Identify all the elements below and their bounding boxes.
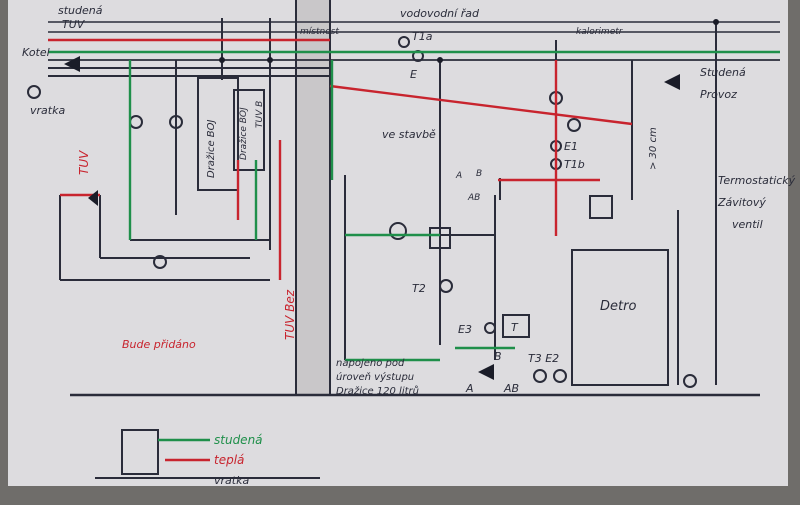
label-legend-tepla: teplá [214, 453, 244, 467]
junction-dot-4 [437, 57, 443, 63]
t1a-sensor [398, 36, 410, 48]
label-ab-bottom: AB [503, 382, 519, 395]
junction-dot-3 [713, 19, 719, 25]
label-studena-right: Studená [700, 66, 746, 79]
label-thirty-cm: > 30 cm [648, 127, 659, 170]
label-tuv-vertical: TUV [77, 150, 91, 175]
junction-dot-1 [219, 57, 225, 63]
label-tuv-bez: TUV Bez [283, 289, 297, 340]
label-provoz: Provoz [700, 88, 737, 101]
detro-box [571, 249, 669, 386]
mid-valve [389, 222, 407, 240]
label-tuv-b: TUV B [255, 101, 265, 128]
label-b-small: B [476, 169, 482, 179]
mixing-box [589, 195, 613, 219]
label-b-valve: B [494, 350, 502, 363]
label-ab-small: AB [467, 193, 480, 203]
label-t2: T2 [412, 282, 426, 295]
label-tuv-top: TUV [62, 18, 86, 31]
label-vratka-left: vratka [30, 104, 65, 117]
pump-right-icon [664, 74, 680, 90]
label-t3-e2: T3 E2 [528, 352, 559, 365]
e3-sensor [484, 322, 496, 334]
detro-valve-bottom [683, 374, 697, 388]
label-bude-pridano: Bude přidáno [122, 338, 196, 351]
valve-right-2 [567, 118, 581, 132]
label-legend-vratka: vratka [214, 474, 249, 487]
t3-sensor [533, 369, 547, 383]
label-kalorimetr: kalorimetr [576, 27, 624, 37]
label-napojeno2: úroveň výstupu [336, 371, 414, 383]
label-bojler-b: Dražice BOJ [239, 107, 249, 160]
vratka-valve [27, 85, 41, 99]
left-valve-2 [169, 115, 183, 129]
legend-box [121, 429, 159, 475]
t2-sensor [439, 279, 453, 293]
label-legend-studena: studená [214, 433, 263, 447]
label-zavitovy: Závitový [717, 196, 766, 209]
label-napojeno3: Dražice 120 litrů [336, 385, 419, 397]
label-mistnost: místnost [300, 27, 339, 37]
label-napojeno1: napojeno pod [336, 358, 405, 369]
bojler-b-box [233, 89, 265, 171]
label-t-box: T [511, 321, 519, 334]
label-t1b: T1b [564, 158, 585, 171]
label-a-small: A [455, 171, 462, 181]
three-way-valve-bottom-icon [478, 364, 494, 380]
label-kotel: Kotel [22, 46, 50, 59]
bojler-a-box [197, 77, 239, 191]
wall-column [296, 0, 330, 395]
three-way-valve-left-icon [88, 190, 98, 206]
shadow-edge [0, 486, 800, 500]
left-valve-3 [153, 255, 167, 269]
label-e-top: E [410, 68, 417, 81]
label-detro: Detro [600, 299, 636, 314]
label-e1: E1 [564, 140, 578, 153]
label-ventil: ventil [732, 218, 763, 231]
label-termostaticky: Termostatický [718, 174, 796, 187]
red-detro-line [329, 84, 633, 126]
kotel-pump-icon [64, 56, 80, 72]
mid-box [429, 227, 451, 249]
label-t1a: T1a [412, 30, 433, 43]
paper-sheet [8, 0, 788, 488]
label-a-bottom: A [465, 382, 474, 395]
label-studena-top: studená [58, 4, 103, 17]
label-bojler-a: Dražice BOJ [205, 119, 217, 178]
e2-sensor [553, 369, 567, 383]
label-vestavba: ve stavbě [382, 128, 436, 141]
label-vodovod: vodovodní řad [400, 7, 480, 20]
t-box [502, 314, 530, 338]
label-e3: E3 [458, 323, 472, 336]
junction-dot-2 [267, 57, 273, 63]
